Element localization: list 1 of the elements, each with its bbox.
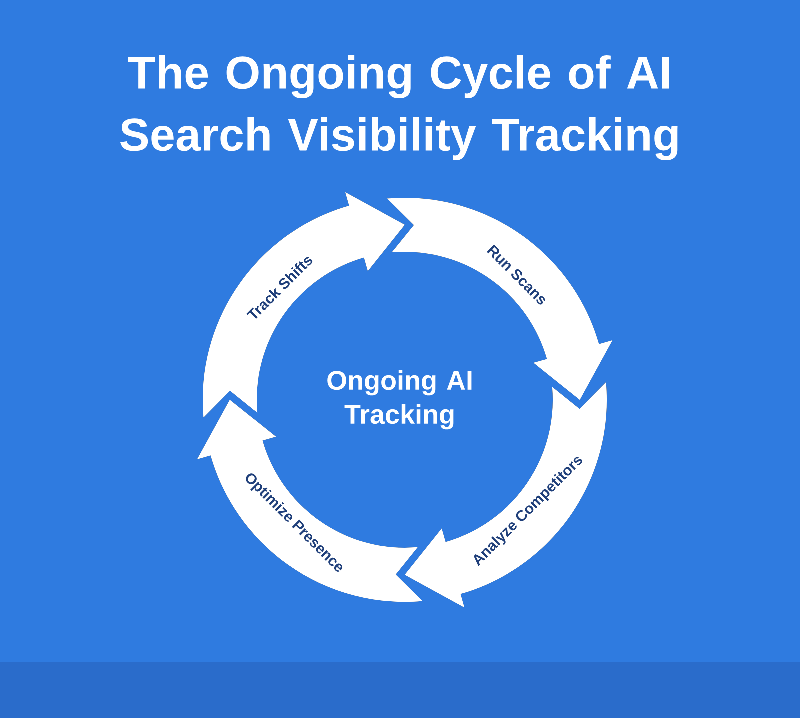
title: The Ongoing Cycle of AI Search Visibility Tracking (120, 55, 678, 161)
